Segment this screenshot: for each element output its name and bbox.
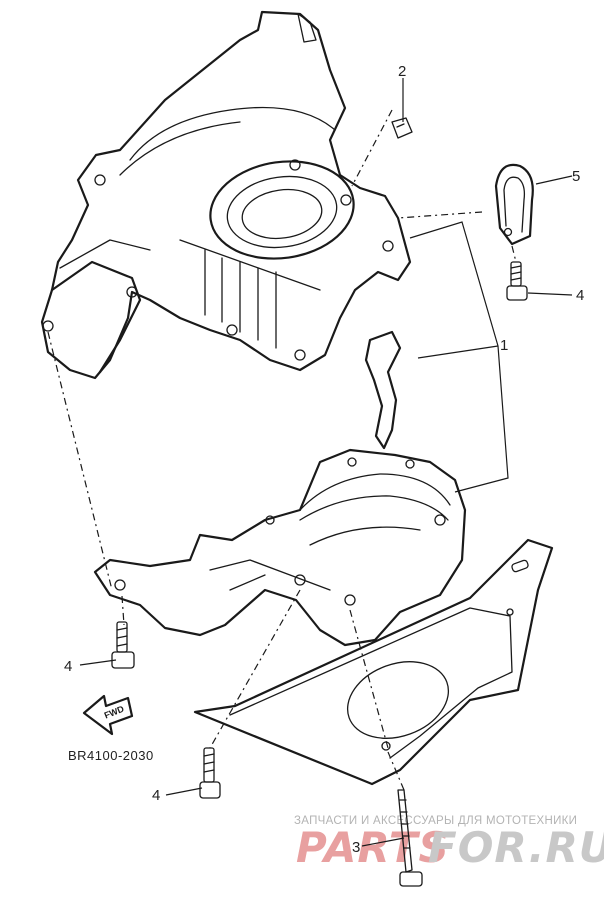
alignment-lines [47, 109, 517, 791]
watermark: ЗАПЧАСТИ И АКСЕССУАРЫ ДЛЯ МОТОТЕХНИКИ PA… [294, 815, 604, 872]
callout-4-right: 4 [576, 287, 584, 304]
callouts: 2 5 4 1 4 4 3 [64, 63, 584, 856]
callout-3: 3 [352, 839, 360, 856]
hose-clip [494, 163, 534, 246]
fwd-arrow: FWD [82, 694, 134, 736]
bolt-3 [397, 789, 423, 887]
bolt-4-bottom [199, 747, 221, 799]
bolt-4-lower-left [111, 621, 135, 669]
callout-1: 1 [500, 337, 508, 354]
watermark-brand-red: PARTS [296, 823, 450, 872]
skid-plate [193, 538, 554, 786]
upper-crankcase [40, 10, 412, 380]
watermark-brand-dark: FOR.RU [428, 823, 604, 872]
callout-1-bracket [409, 221, 509, 493]
diagram-code: BR4100-2030 [68, 748, 154, 763]
callout-2: 2 [398, 63, 406, 80]
leader-lines [79, 78, 573, 847]
bolt-2 [391, 117, 413, 139]
callout-5: 5 [572, 168, 580, 185]
callout-4-bottom: 4 [152, 787, 160, 804]
gasket-piece [364, 330, 402, 450]
lower-crankcase [93, 448, 467, 647]
callout-4-left: 4 [64, 658, 72, 675]
bolt-4-right [506, 261, 528, 301]
watermark-tagline: ЗАПЧАСТИ И АКСЕССУАРЫ ДЛЯ МОТОТЕХНИКИ [294, 815, 577, 827]
